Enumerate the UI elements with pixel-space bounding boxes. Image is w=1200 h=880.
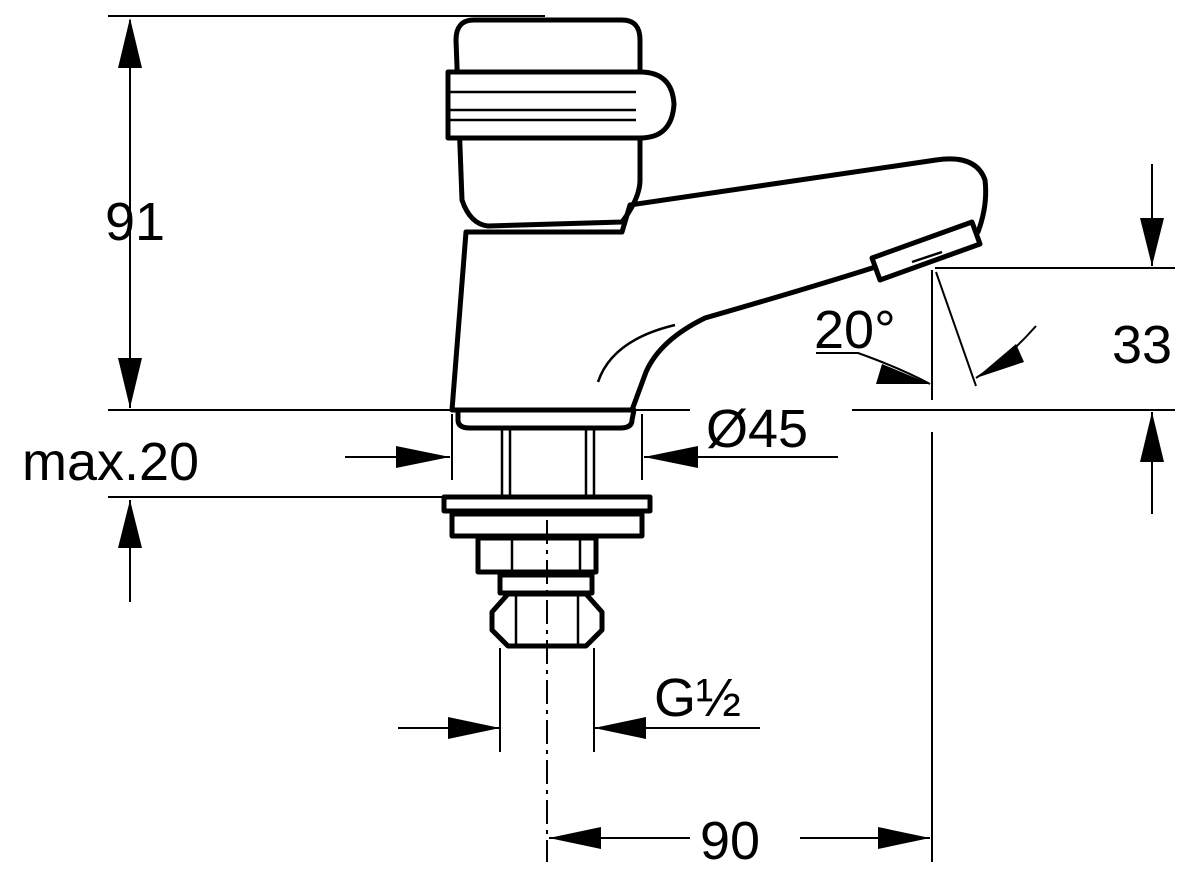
- diameter-label: Ø45: [706, 399, 808, 459]
- aerator: [869, 219, 983, 283]
- lock-nut: [475, 535, 599, 575]
- base-flange: [455, 407, 637, 431]
- faucet-outline: [441, 17, 989, 649]
- dimension-g-half: [398, 717, 760, 739]
- angle-label: 20°: [814, 300, 896, 360]
- max-thickness-label: max.20: [22, 432, 199, 492]
- dimension-max-20: [118, 446, 450, 602]
- height-label: 91: [105, 192, 165, 252]
- thread-label: G½: [654, 668, 741, 728]
- dimension-91: [118, 18, 142, 408]
- washer: [441, 494, 653, 514]
- dimension-33: [1140, 164, 1164, 514]
- dimension-diameter-45: [644, 446, 838, 468]
- button-ring: [445, 69, 677, 141]
- projection-label: 90: [700, 811, 760, 871]
- dimension-angle-20: [816, 325, 1037, 385]
- extension-lines: [108, 15, 1175, 862]
- dimension-90: [549, 827, 930, 849]
- spout-height-label: 33: [1112, 315, 1172, 375]
